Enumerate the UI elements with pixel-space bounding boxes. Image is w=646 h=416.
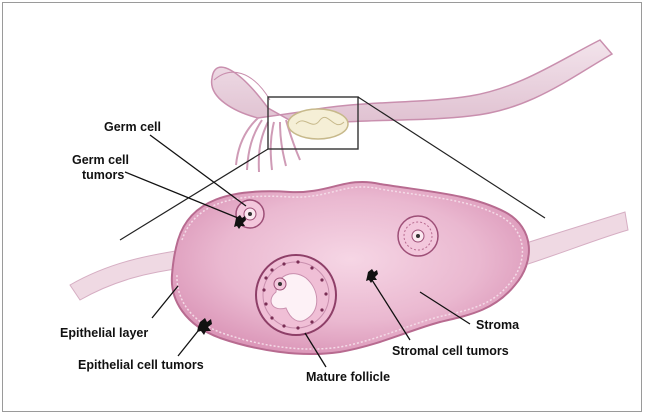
label-epithelial-cell-tumors: Epithelial cell tumors (78, 358, 204, 373)
label-mature-follicle: Mature follicle (306, 370, 390, 385)
label-epithelial-layer: Epithelial layer (60, 326, 148, 341)
label-germ-cell-tumors-line2: tumors (82, 168, 124, 183)
label-germ-cell: Germ cell (104, 120, 161, 135)
right-ligament (520, 212, 628, 265)
small-ovary (288, 109, 348, 139)
label-stromal-cell-tumors: Stromal cell tumors (392, 344, 509, 359)
leader-germ-cell-tumors (125, 172, 238, 218)
left-ligament (70, 250, 184, 300)
label-germ-cell-tumors-line1: Germ cell (72, 153, 129, 168)
leader-germ-cell (150, 135, 246, 206)
fallopian-tube (212, 40, 612, 126)
mature-follicle (256, 255, 336, 335)
leader-epithelial-tumors (178, 326, 202, 356)
leader-epithelial-layer (152, 286, 178, 318)
label-stroma: Stroma (476, 318, 519, 333)
follicle-right (398, 216, 438, 256)
